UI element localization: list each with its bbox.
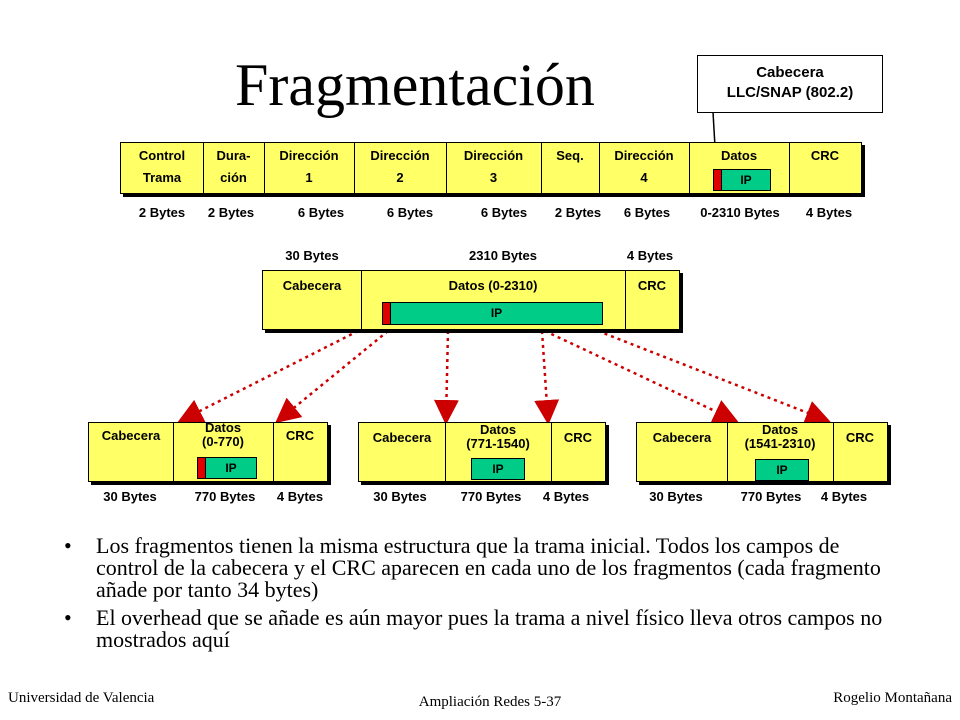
footer-left: Universidad de Valencia	[8, 690, 155, 706]
frag3-ip-block: IP	[755, 459, 809, 481]
llc-line2: LLC/SNAP (802.2)	[726, 84, 854, 101]
size-direccion-1: 6 Bytes	[297, 205, 345, 220]
frag2-size-header: 30 Bytes	[373, 489, 427, 504]
fragment-3: Cabecera Datos(1541-2310) CRC IP	[636, 422, 888, 482]
frag2-data: Datos(771-1540)	[466, 422, 530, 451]
frag2-crc: CRC	[563, 430, 593, 445]
frag2-ip-block: IP	[471, 458, 525, 480]
llc-snap-callout: Cabecera LLC/SNAP (802.2)	[697, 55, 883, 113]
bullet-item: •Los fragmentos tienen la misma estructu…	[64, 533, 881, 602]
arrow-to-frag3-start	[544, 329, 739, 423]
size-direccion-4: 6 Bytes	[623, 205, 671, 220]
page-title: Fragmentación	[235, 52, 595, 118]
field-crc: CRC	[810, 148, 840, 163]
frag3-crc: CRC	[845, 430, 875, 445]
fragment-2: Cabecera Datos(771-1540) CRC IP	[358, 422, 606, 482]
size-seq: 2 Bytes	[554, 205, 602, 220]
frag1-data: Datos(0-770)	[202, 420, 244, 449]
arrow-to-frag1-start	[177, 329, 359, 423]
frag1-ip-block: IP	[205, 457, 257, 479]
mid-ip-block: IP	[390, 302, 603, 325]
size-datos: 0-2310 Bytes	[700, 205, 780, 220]
arrow-to-frag3-end	[597, 329, 831, 425]
frag3-data: Datos(1541-2310)	[744, 422, 816, 451]
size-duracion: 2 Bytes	[207, 205, 255, 220]
size-direccion-3: 6 Bytes	[480, 205, 528, 220]
mid-size-header: 30 Bytes	[285, 248, 339, 263]
size-crc: 4 Bytes	[805, 205, 853, 220]
frag1-header: Cabecera	[101, 428, 161, 443]
frag3-size-crc: 4 Bytes	[820, 489, 868, 504]
frag3-header: Cabecera	[652, 430, 712, 445]
mid-crc: CRC	[637, 278, 667, 293]
fragment-1: Cabecera Datos(0-770) CRC IP	[88, 420, 328, 482]
mid-size-crc: 4 Bytes	[626, 248, 674, 263]
arrow-to-frag2-end	[534, 330, 560, 425]
frag1-size-crc: 4 Bytes	[276, 489, 324, 504]
mid-size-data: 2310 Bytes	[469, 248, 537, 263]
size-control-trama: 2 Bytes	[138, 205, 186, 220]
frag2-header: Cabecera	[372, 430, 432, 445]
field-duracion: Dura-ción	[216, 148, 251, 185]
bullet-list: •Los fragmentos tienen la misma estructu…	[60, 535, 900, 657]
frag3-size-data: 770 Bytes	[740, 489, 802, 504]
frag1-size-data: 770 Bytes	[194, 489, 256, 504]
frag2-size-crc: 4 Bytes	[542, 489, 590, 504]
frag2-size-data: 770 Bytes	[460, 489, 522, 504]
footer-right: Rogelio Montañana	[833, 690, 952, 706]
bullet-item: •El overhead que se añade es aún mayor p…	[64, 605, 883, 652]
arrow-to-frag1-end	[275, 330, 389, 424]
mid-header: Cabecera	[282, 278, 342, 293]
top-ip-block: IP	[721, 169, 771, 191]
mid-data: Datos (0-2310)	[448, 278, 538, 293]
frag1-size-header: 30 Bytes	[103, 489, 157, 504]
llc-line1: Cabecera	[756, 64, 824, 81]
mid-frame: Cabecera Datos (0-2310) CRC IP	[262, 270, 680, 330]
footer-center: Ampliación Redes 5-37	[418, 694, 562, 710]
frag3-size-header: 30 Bytes	[649, 489, 703, 504]
frag1-crc: CRC	[285, 428, 315, 443]
field-datos: Datos	[720, 148, 758, 163]
field-seq: Seq.	[556, 148, 584, 163]
size-direccion-2: 6 Bytes	[386, 205, 434, 220]
arrow-to-frag2-start	[433, 330, 459, 425]
